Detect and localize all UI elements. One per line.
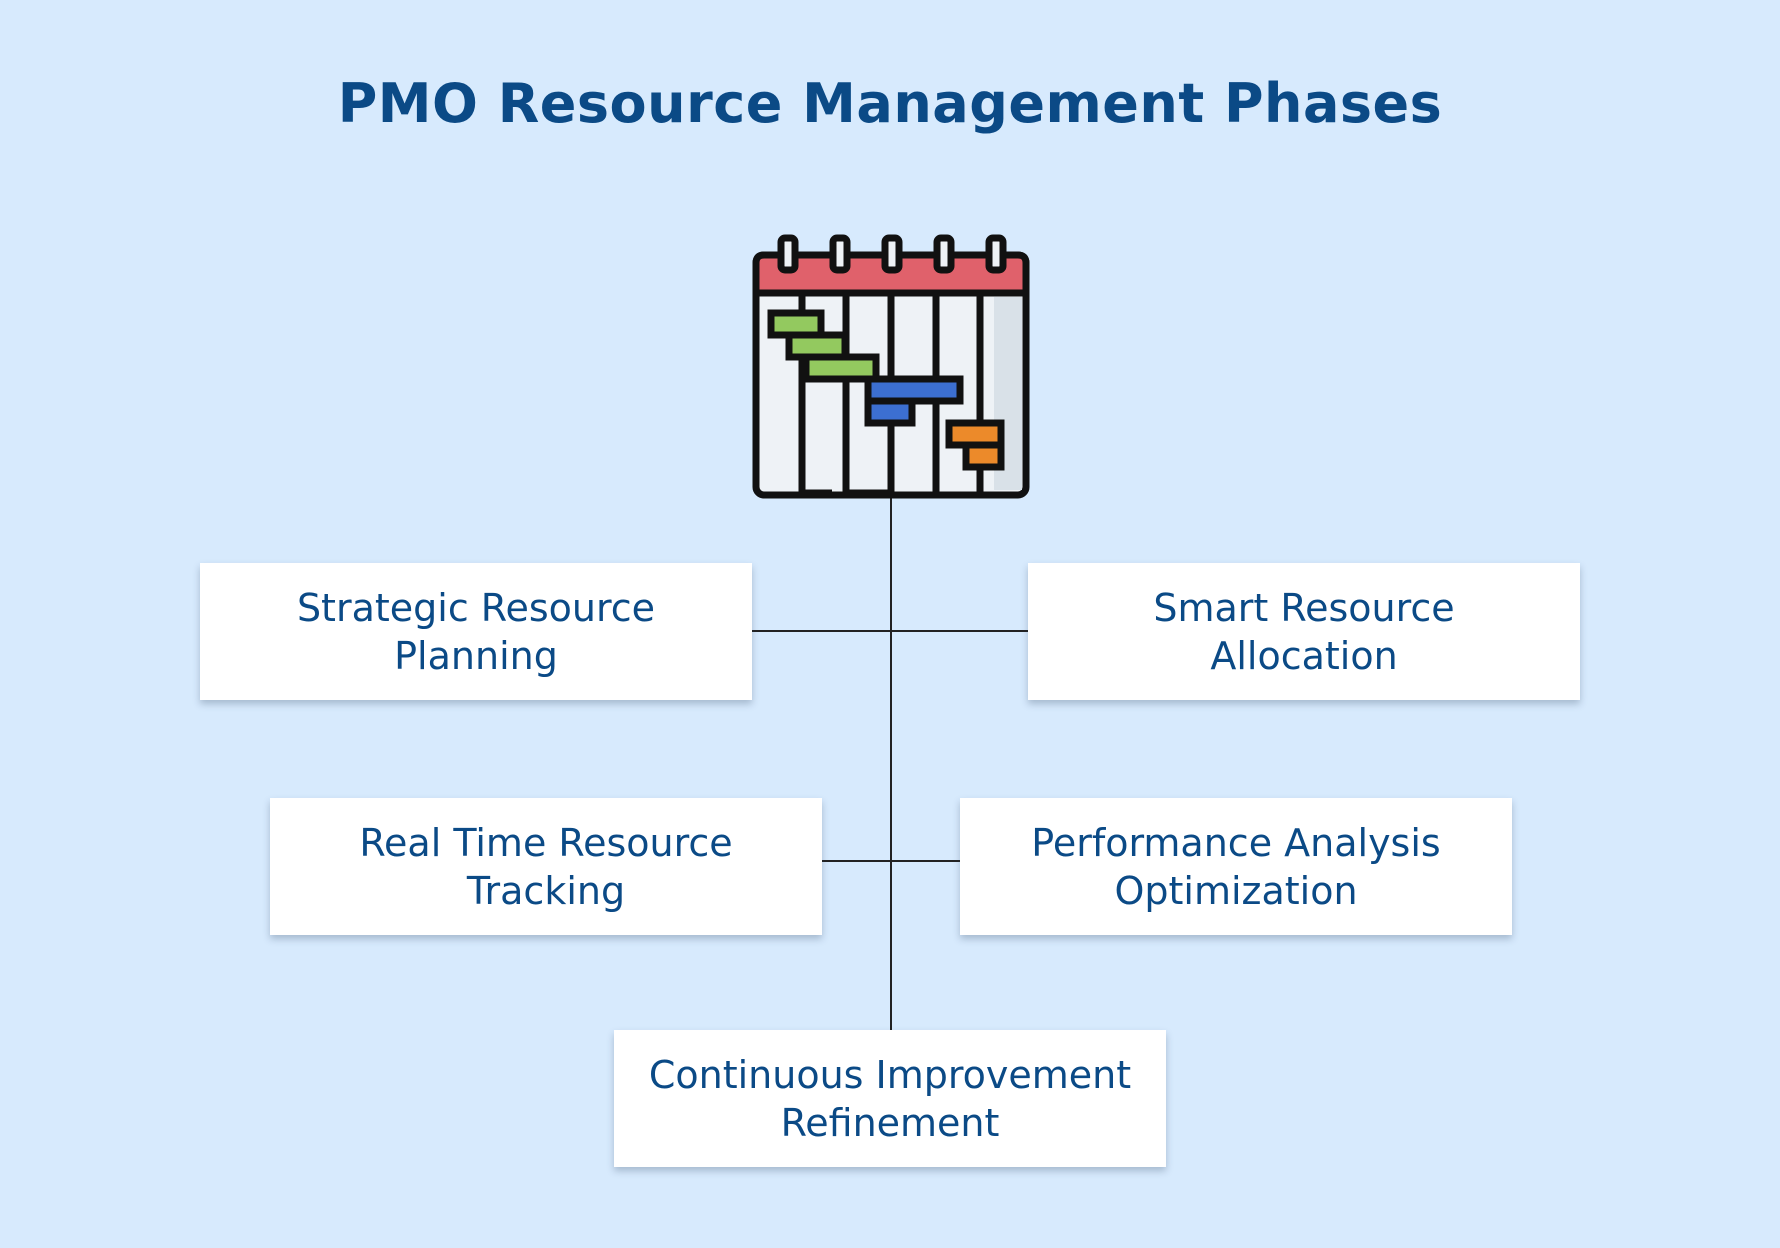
phase-box-smart-resource-allocation: Smart Resource Allocation <box>1028 563 1580 700</box>
phase-label: Continuous Improvement Refinement <box>648 1052 1132 1145</box>
phase-box-performance-analysis-optimization: Performance Analysis Optimization <box>960 798 1512 935</box>
phase-box-real-time-resource-tracking: Real Time Resource Tracking <box>270 798 822 935</box>
phase-box-strategic-resource-planning: Strategic Resource Planning <box>200 563 752 700</box>
phase-label: Real Time Resource Tracking <box>359 820 733 913</box>
phase-label: Strategic Resource Planning <box>296 585 656 678</box>
page-title: PMO Resource Management Phases <box>337 72 1443 135</box>
phase-box-continuous-improvement-refinement: Continuous Improvement Refinement <box>614 1030 1166 1167</box>
gantt-calendar-icon <box>746 230 1036 500</box>
phase-label: Performance Analysis Optimization <box>1031 820 1441 913</box>
phase-label: Smart Resource Allocation <box>1153 585 1455 678</box>
